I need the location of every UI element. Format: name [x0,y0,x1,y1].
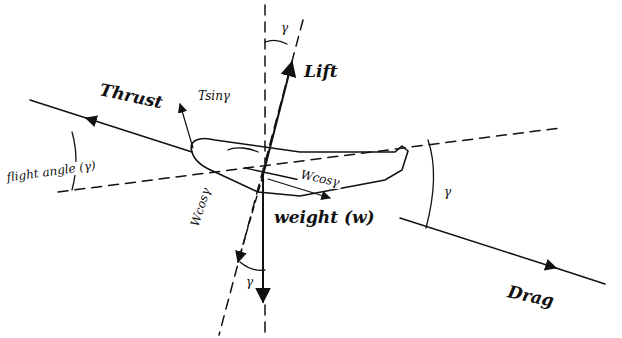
force-label: Drag [504,282,557,311]
force-label: Thrust [96,80,166,112]
thrust-arrow [86,118,192,152]
angle-arc [240,262,265,270]
angle-label: γ [442,186,453,199]
angle-label: γ [279,22,290,35]
airplane-wing [228,148,300,180]
tsin-arrow [180,104,193,148]
angle-arc [265,40,287,44]
angle-label: γ [244,276,255,289]
force-label: weight (w) [272,208,377,227]
weight-arrow [262,175,264,302]
airplane-body [191,139,408,197]
angle-arc [426,140,434,228]
drag-arrow [400,218,556,268]
thrust-line-tail [30,100,86,118]
force-label: Lift [302,62,340,81]
component-label: Tsinγ [196,90,232,103]
angle-label: flight angle (γ) [4,159,99,185]
drag-line-tail [556,268,605,284]
component-label: Wcosγ [188,185,214,231]
vertical-dashed-line [264,305,266,335]
